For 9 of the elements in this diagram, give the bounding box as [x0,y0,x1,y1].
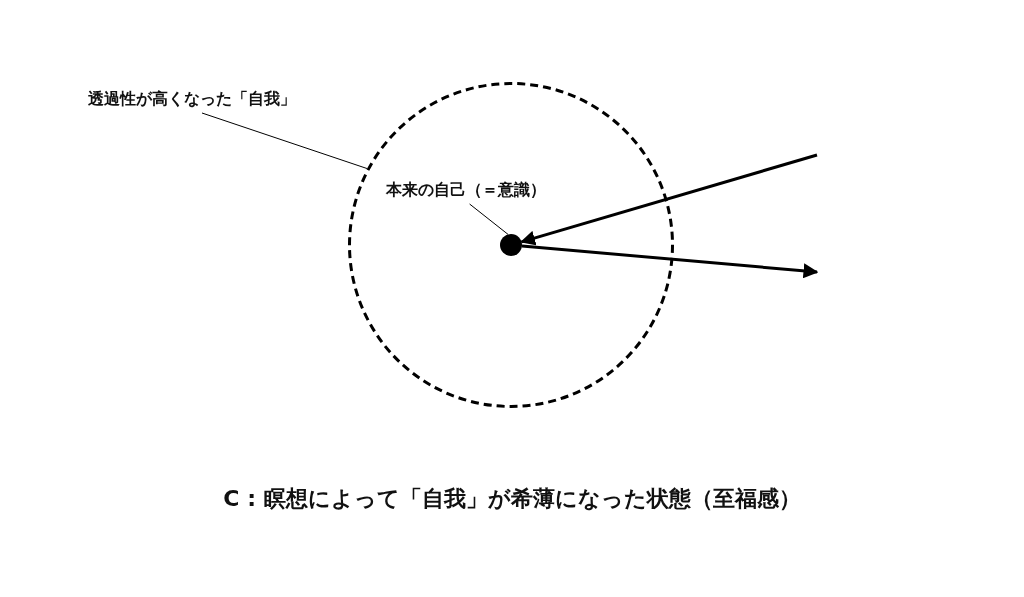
caption: C : 瞑想によって「自我」が希薄になった状態（至福感） [222,485,802,513]
annotation-label: 透過性が高くなった「自我」 [88,89,388,111]
center-dot [500,234,522,256]
leader-line [469,203,509,235]
arrow [521,244,819,279]
leader-line [201,112,368,170]
annotation-label: 本来の自己（＝意識） [386,180,606,202]
dashed-circle [348,82,674,408]
arrow [520,153,818,246]
